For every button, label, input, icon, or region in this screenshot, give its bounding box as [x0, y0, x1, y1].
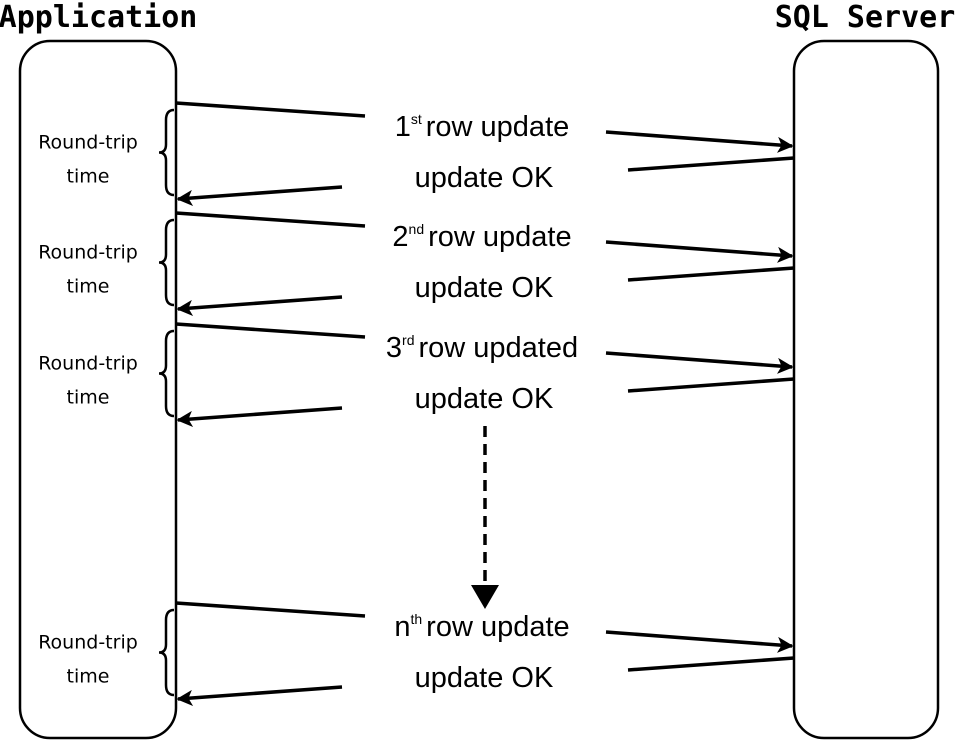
response-line-right — [627, 266, 795, 282]
round-trip-label-line2: time — [67, 387, 110, 409]
sql-server-title: SQL Server — [775, 0, 956, 35]
response-arrow — [176, 185, 343, 206]
request-text: row update — [428, 221, 572, 253]
request-text: row update — [426, 111, 570, 143]
request-ordinal: 1 — [395, 111, 411, 143]
sql-server-lifeline — [792, 39, 940, 740]
round-trip-label-line2: time — [67, 166, 110, 188]
request-line-left — [175, 211, 366, 228]
request-ordinal-suffix: st — [411, 111, 422, 127]
response-arrow — [176, 406, 343, 427]
round-trip-brace — [158, 608, 175, 697]
request-ordinal: 3 — [386, 332, 402, 364]
request-line-left — [175, 101, 366, 118]
request-ordinal-suffix: rd — [402, 332, 414, 348]
response-line-right — [627, 377, 795, 393]
round-trip-label-line2: time — [67, 666, 110, 688]
response-line-right — [627, 156, 795, 172]
ellipsis-arrowhead — [471, 585, 499, 609]
request-arrow — [605, 630, 794, 653]
request-text: row update — [426, 611, 570, 643]
request-line-left — [175, 322, 366, 339]
application-title: Application — [0, 0, 197, 35]
round-trip-brace — [158, 108, 175, 197]
response-label: update OK — [415, 272, 554, 304]
response-label: update OK — [415, 662, 554, 694]
request-arrow — [605, 351, 794, 374]
request-arrow — [605, 130, 794, 153]
application-lifeline — [18, 39, 178, 740]
response-line-right — [627, 656, 795, 672]
request-text: row updated — [418, 332, 578, 364]
round-trip-brace — [158, 329, 175, 418]
request-arrow — [605, 240, 794, 263]
response-label: update OK — [415, 383, 554, 415]
round-trip-label-line1: Round-trip — [38, 132, 138, 154]
request-ordinal: n — [394, 611, 410, 643]
response-label: update OK — [415, 162, 554, 194]
round-trip-label-line1: Round-trip — [38, 242, 138, 264]
round-trip-label-line2: time — [67, 276, 110, 298]
request-line-left — [175, 601, 366, 618]
request-ordinal-suffix: nd — [409, 221, 425, 237]
round-trip-label-line1: Round-trip — [38, 632, 138, 654]
request-ordinal: 2 — [392, 221, 408, 253]
response-arrow — [176, 685, 343, 706]
round-trip-brace — [158, 218, 175, 307]
request-ordinal-suffix: th — [410, 611, 422, 627]
response-arrow — [176, 295, 343, 316]
round-trip-label-line1: Round-trip — [38, 353, 138, 375]
